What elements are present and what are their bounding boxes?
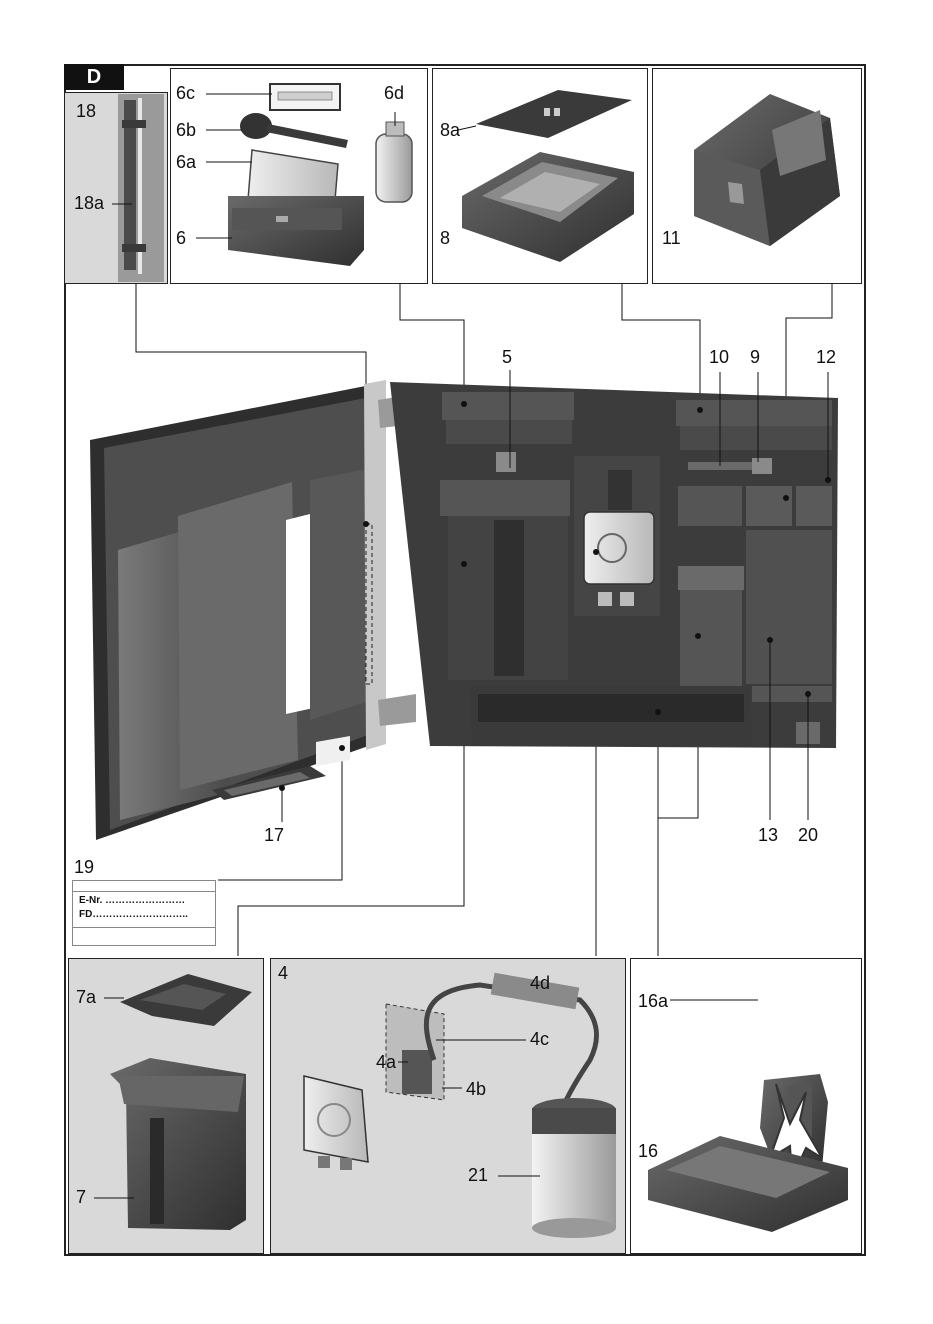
label-4: 4 [278, 964, 288, 982]
label-4a: 4a [376, 1053, 396, 1071]
label-4c: 4c [530, 1030, 549, 1048]
label-8a: 8a [440, 121, 460, 139]
plate-line-top [73, 891, 215, 892]
label-18: 18 [76, 102, 96, 120]
label-13: 13 [758, 826, 778, 844]
label-6c: 6c [176, 84, 195, 102]
drip-tray-art [648, 1074, 848, 1232]
label-19: 19 [74, 858, 94, 876]
door-handle-art [118, 94, 164, 282]
label-11: 11 [662, 229, 681, 247]
label-12: 12 [816, 348, 836, 366]
label-6d: 6d [384, 84, 404, 102]
label-4d: 4d [530, 974, 550, 992]
label-5: 5 [502, 348, 512, 366]
label-17: 17 [264, 826, 284, 844]
plate-enr: E-Nr. …………………… [73, 895, 215, 906]
label-21: 21 [468, 1166, 488, 1184]
label-7: 7 [76, 1188, 86, 1206]
door-art [90, 380, 416, 840]
label-18a: 18a [74, 194, 104, 212]
label-7a: 7a [76, 988, 96, 1006]
label-16a: 16a [638, 992, 668, 1010]
label-9: 9 [750, 348, 760, 366]
label-4b: 4b [466, 1080, 486, 1098]
machine-body-art [390, 382, 838, 748]
accessories-art [228, 84, 412, 266]
bean-container-art [462, 90, 634, 262]
plate-line-bottom [73, 927, 215, 928]
label-10: 10 [709, 348, 729, 366]
milk-system-art [304, 973, 616, 1238]
label-8: 8 [440, 229, 450, 247]
drip-module-art [694, 94, 840, 246]
water-tank-art [110, 974, 252, 1230]
label-16: 16 [638, 1142, 658, 1160]
rating-plate: E-Nr. …………………… FD……………………….. [72, 880, 216, 946]
plate-fd: FD……………………….. [73, 909, 215, 920]
label-6: 6 [176, 229, 186, 247]
label-6b: 6b [176, 121, 196, 139]
label-6a: 6a [176, 153, 196, 171]
label-20: 20 [798, 826, 818, 844]
